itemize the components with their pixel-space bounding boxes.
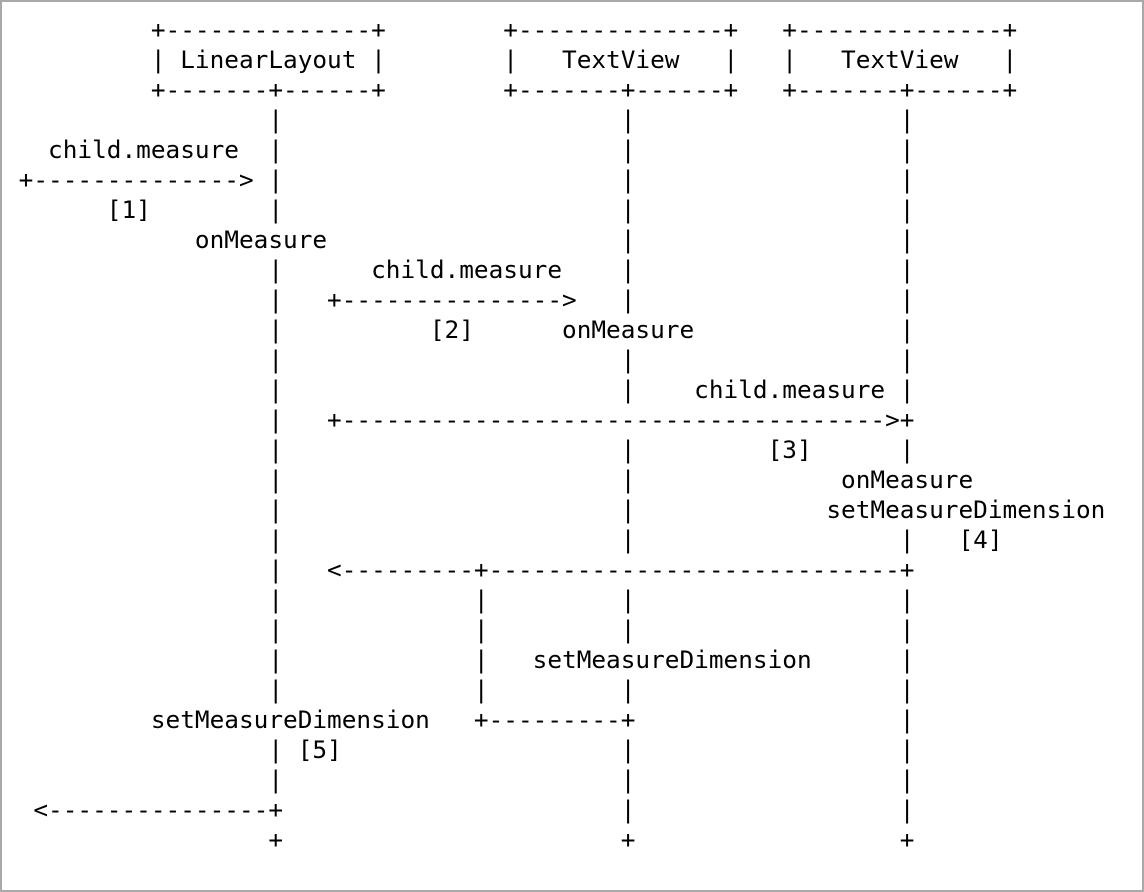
ascii-sequence-diagram: +--------------+ +--------------+ +-----… bbox=[18, 15, 1106, 854]
